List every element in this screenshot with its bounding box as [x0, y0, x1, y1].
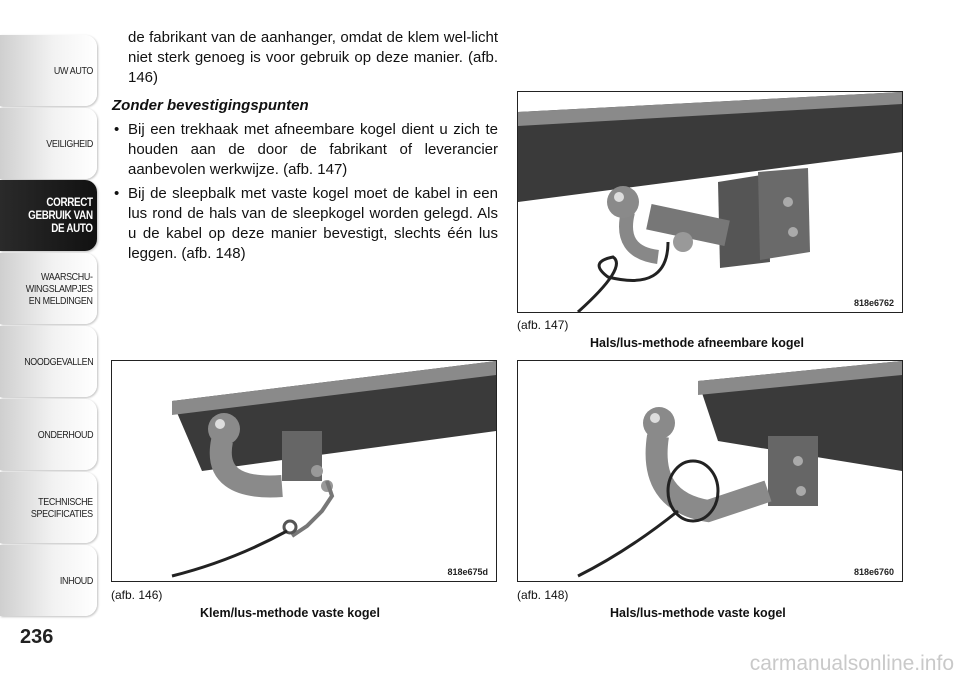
tow-hitch-clamp-loop-illustration [171, 361, 496, 578]
tab-label: ONDERHOUD [37, 428, 94, 441]
figure-148-image: 818e6760 [517, 360, 903, 582]
figure-148-ref: (afb. 148) [517, 588, 569, 602]
figure-147-caption: Hals/lus-methode afneembare kogel [590, 336, 804, 350]
bullet-item: Bij een trekhaak met afneembare kogel di… [112, 120, 498, 180]
tow-hitch-fixed-ball-loop-illustration [577, 361, 902, 578]
watermark: carmanualsonline.info [749, 652, 954, 675]
tab-waarschuwingslampjes[interactable]: WAARSCHU- WINGSLAMPJES EN MELDINGEN [0, 253, 97, 324]
tab-label: VEILIGHEID [46, 137, 93, 150]
figure-code: 818e6762 [853, 298, 894, 308]
body-text: de fabrikant van de aanhanger, omdat de … [112, 28, 498, 268]
tab-inhoud[interactable]: INHOUD [0, 545, 97, 616]
tab-uw-auto[interactable]: UW AUTO [0, 35, 97, 106]
tow-hitch-removable-ball-illustration [518, 92, 902, 312]
tab-label: UW AUTO [53, 64, 93, 77]
figure-148-caption: Hals/lus-methode vaste kogel [610, 606, 786, 620]
tab-veiligheid[interactable]: VEILIGHEID [0, 108, 97, 179]
tab-onderhoud[interactable]: ONDERHOUD [0, 399, 97, 470]
bullet-list: Bij een trekhaak met afneembare kogel di… [112, 120, 498, 264]
subheading: Zonder bevestigingspunten [112, 97, 309, 114]
page-number: 236 [20, 626, 54, 648]
tab-label: WAARSCHU- WINGSLAMPJES EN MELDINGEN [26, 270, 93, 307]
figure-146-image: 818e675d [111, 360, 497, 582]
figure-146-caption: Klem/lus-methode vaste kogel [200, 606, 380, 620]
tab-label: TECHNISCHE SPECIFICATIES [31, 495, 93, 520]
chapter-tabs: UW AUTO VEILIGHEID CORRECT GEBRUIK VAN D… [0, 0, 100, 640]
figure-code: 818e675d [447, 567, 488, 577]
tab-label: NOODGEVALLEN [23, 355, 94, 368]
tab-technische-specificaties[interactable]: TECHNISCHE SPECIFICATIES [0, 472, 97, 543]
bullet-item: Bij de sleepbalk met vaste kogel moet de… [112, 184, 498, 264]
tab-noodgevallen[interactable]: NOODGEVALLEN [0, 326, 97, 397]
intro-paragraph: de fabrikant van de aanhanger, omdat de … [128, 29, 498, 86]
tab-label: CORRECT GEBRUIK VAN DE AUTO [28, 195, 93, 235]
figure-code: 818e6760 [853, 567, 894, 577]
tab-label: INHOUD [59, 574, 94, 587]
tab-correct-gebruik[interactable]: CORRECT GEBRUIK VAN DE AUTO [0, 180, 97, 251]
figure-147-ref: (afb. 147) [517, 318, 569, 332]
figure-147-image: 818e6762 [517, 91, 903, 313]
figure-146-ref: (afb. 146) [111, 588, 163, 602]
